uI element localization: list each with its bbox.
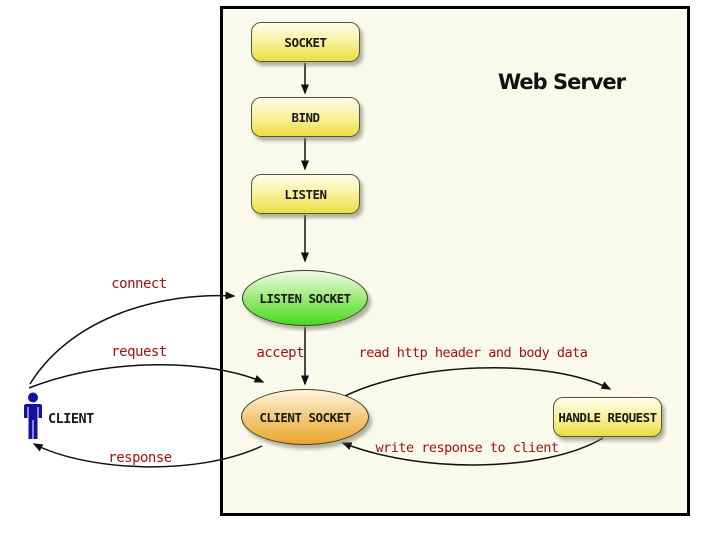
node-bind: BIND (251, 97, 360, 137)
node-handle-request-label: HANDLE REQUEST (558, 409, 657, 425)
web-server-title: Web Server (498, 70, 626, 94)
node-listen: LISTEN (251, 174, 360, 214)
arrow-connect (29, 291, 236, 385)
node-client-socket-label: CLIENT SOCKET (259, 409, 351, 425)
client-person-icon (24, 392, 42, 439)
node-handle-request: HANDLE REQUEST (553, 397, 662, 437)
node-socket: SOCKET (251, 22, 360, 62)
arrow-write (341, 437, 604, 466)
edge-label-connect: connect (111, 276, 167, 292)
edge-label-request: request (111, 344, 167, 360)
node-bind-label: BIND (291, 109, 320, 125)
arrow-request (28, 364, 265, 389)
edge-label-accept: accept (256, 345, 304, 361)
node-listen-socket: LISTEN SOCKET (242, 270, 368, 326)
edge-label-write: write response to client (375, 440, 559, 456)
arrow-read (340, 367, 612, 399)
node-socket-label: SOCKET (284, 34, 327, 50)
client-label: CLIENT (48, 411, 94, 427)
arrow-response (32, 443, 263, 468)
node-client-socket: CLIENT SOCKET (241, 389, 369, 445)
node-listen-label: LISTEN (284, 186, 327, 202)
edge-label-read: read http header and body data (358, 345, 588, 361)
node-listen-socket-label: LISTEN SOCKET (259, 290, 351, 306)
edge-label-response: response (108, 450, 172, 466)
